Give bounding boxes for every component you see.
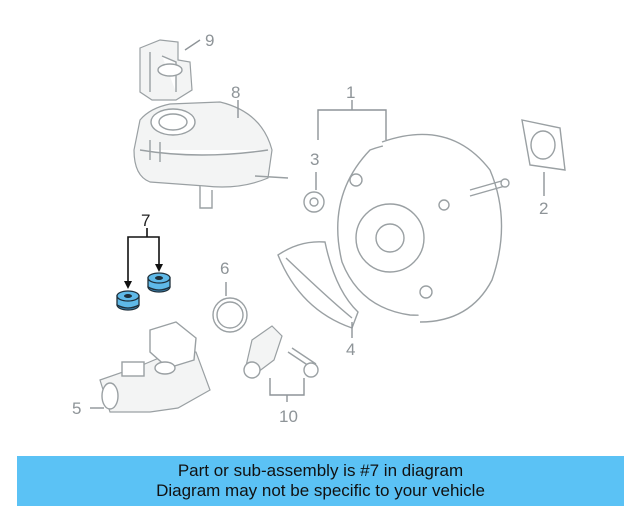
part-7-seal-right[interactable]	[147, 272, 171, 293]
part-6-snap-ring[interactable]	[212, 297, 248, 333]
callout-label-8: 8	[231, 83, 240, 102]
callout-label-4: 4	[346, 340, 355, 359]
callout-label-3: 3	[310, 150, 319, 169]
banner-line-1: Part or sub-assembly is #7 in diagram	[177, 461, 464, 480]
callout-label-2: 2	[539, 199, 548, 218]
part-7-seal-left[interactable]	[116, 290, 140, 311]
callout-label-9: 9	[205, 31, 214, 50]
info-banner: Part or sub-assembly is #7 in diagram Di…	[17, 456, 624, 506]
part-1-brake-booster[interactable]	[337, 133, 510, 323]
part-8-reservoir[interactable]	[133, 101, 289, 209]
part-10-valve-bolt[interactable]	[243, 325, 319, 379]
part-3-grommet[interactable]	[303, 191, 325, 213]
callout-label-5: 5	[72, 399, 81, 418]
callout-label-7: 7	[141, 211, 150, 230]
part-2-gasket[interactable]	[521, 119, 566, 171]
callout-label-10: 10	[279, 407, 298, 426]
part-5-master-cylinder[interactable]	[99, 321, 211, 413]
banner-line-2: Diagram may not be specific to your vehi…	[156, 481, 485, 500]
callout-label-6: 6	[220, 259, 229, 278]
part-9-bracket[interactable]	[139, 39, 193, 101]
callout-label-1: 1	[346, 83, 355, 102]
parts-diagram: 9 8 1 2 3 4	[72, 31, 566, 426]
part-4-shield[interactable]	[277, 241, 359, 329]
